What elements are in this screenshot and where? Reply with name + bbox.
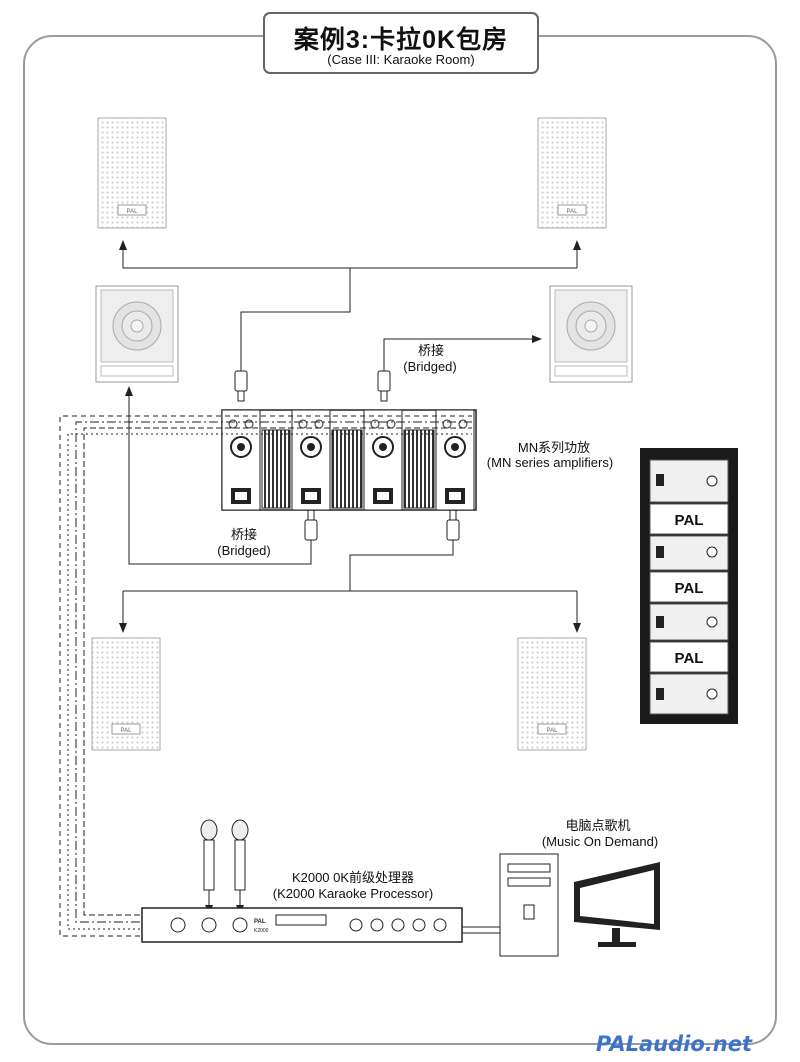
speaker-bottom-right: PAL (517, 637, 587, 751)
amplifier-rear-panels (221, 409, 477, 511)
speaker-badge: PAL (567, 209, 579, 215)
rack-logo: PAL (675, 580, 704, 597)
speakon-plug (234, 370, 248, 402)
processor-brand: PAL (254, 919, 266, 925)
signal-cables (59, 415, 500, 937)
speakon-plug (446, 509, 460, 541)
label-bridged-bottom-cn: 桥接 (230, 527, 257, 542)
speaker-top-right: PAL (537, 117, 607, 229)
label-bridged-bottom-en: (Bridged) (217, 543, 271, 558)
speaker-top-left: PAL (97, 117, 167, 229)
cable-top-pair (122, 248, 578, 372)
processor-model: K2000 (254, 928, 269, 934)
page-subtitle: (Case III: Karaoke Room) (327, 52, 475, 67)
watermark: PALaudio.net (595, 1032, 752, 1056)
amplifier-rack: PAL PAL PAL (640, 448, 738, 724)
speakon-plug (377, 370, 391, 402)
speakon-plug (304, 509, 318, 541)
page-title: 案例3:卡拉0K包房 (293, 26, 509, 54)
k2000-processor: PAL K2000 (141, 907, 463, 943)
label-amplifier-cn: MN系列功放 (517, 440, 591, 455)
subwoofer-left (95, 285, 179, 383)
cable-bridged-bottom (128, 395, 312, 565)
label-computer-en: (Music On Demand) (541, 834, 659, 849)
subwoofer-right (549, 285, 633, 383)
label-amplifier-en: (MN series amplifiers) (486, 455, 614, 470)
speaker-badge: PAL (127, 209, 139, 215)
arrow-up (573, 240, 581, 250)
speaker-badge: PAL (121, 728, 133, 734)
speaker-bottom-left: PAL (91, 637, 161, 751)
cable-bottom-pair (122, 540, 578, 624)
label-bridged-top-cn: 桥接 (417, 343, 444, 358)
title-box: 案例3:卡拉0K包房 (Case III: Karaoke Room) (263, 12, 539, 74)
music-on-demand-computer (499, 853, 660, 957)
rack-logo: PAL (675, 650, 704, 667)
arrow-up (119, 240, 127, 250)
arrow-down (119, 623, 127, 633)
speaker-badge: PAL (547, 728, 559, 734)
arrow-up (125, 386, 133, 396)
label-processor-en: (K2000 Karaoke Processor) (272, 886, 434, 901)
label-bridged-top-en: (Bridged) (403, 359, 457, 374)
rack-logo: PAL (675, 512, 704, 529)
cable-bridged-top (383, 338, 533, 372)
label-computer-cn: 电脑点歌机 (565, 818, 631, 833)
label-processor-cn: K2000 0K前级处理器 (291, 870, 415, 885)
arrow-down (573, 623, 581, 633)
arrow-right (532, 335, 542, 343)
microphone (231, 819, 249, 914)
microphone (200, 819, 218, 914)
